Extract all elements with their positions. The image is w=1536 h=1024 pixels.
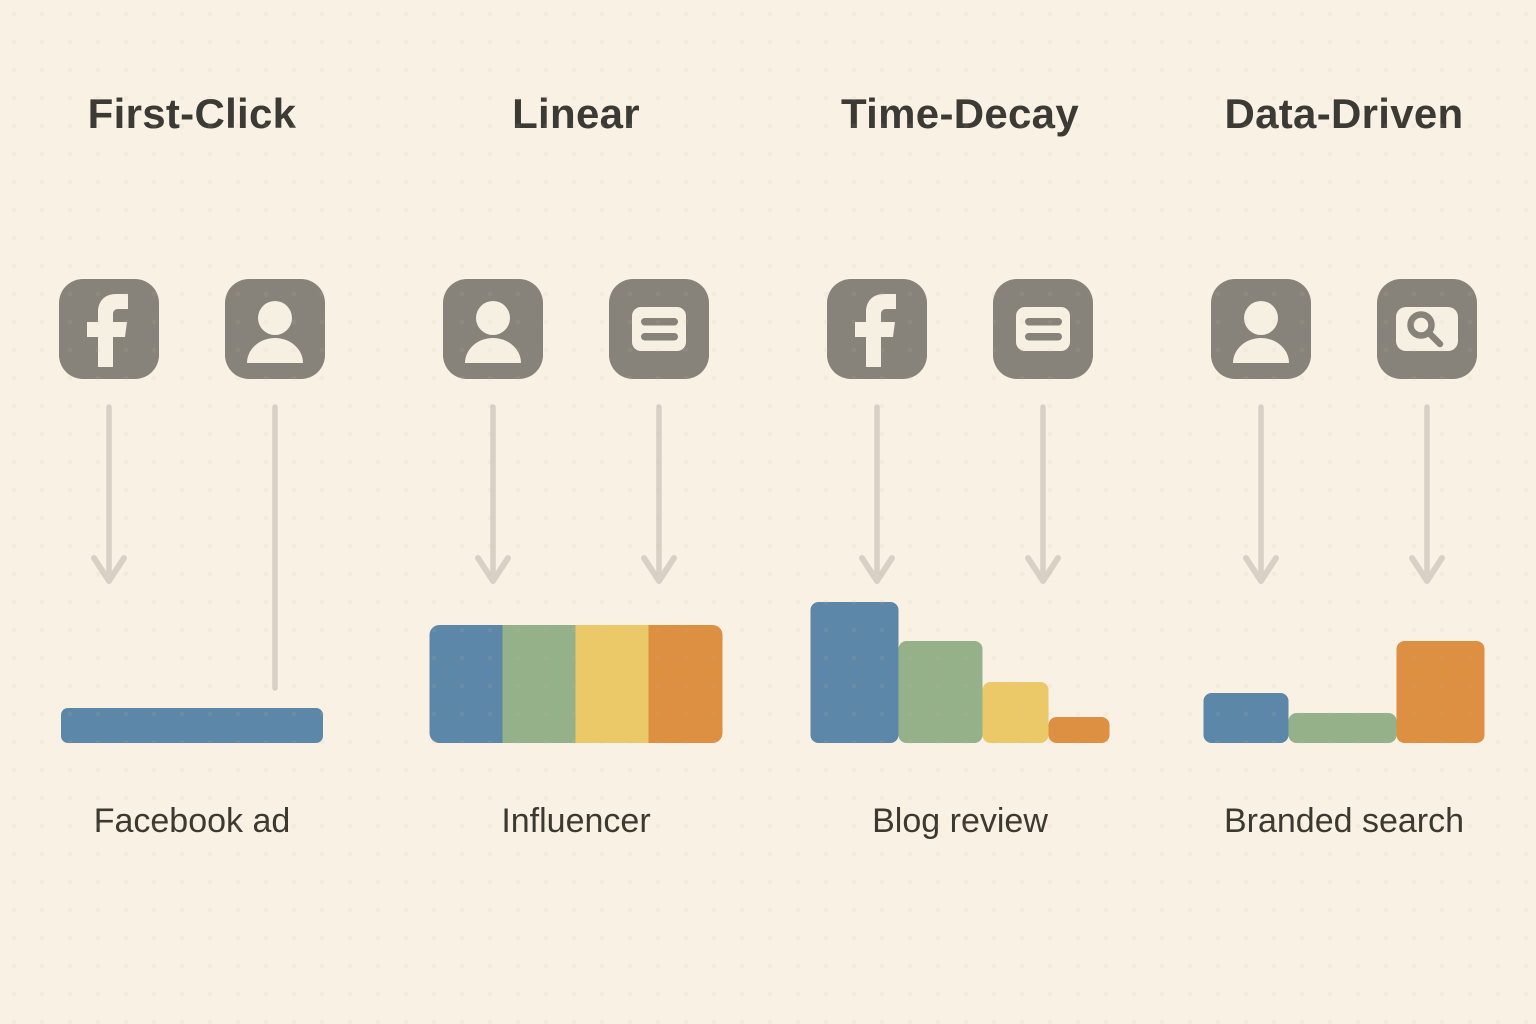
orange-bar-segment (1396, 641, 1485, 743)
credit-arrows (1152, 404, 1536, 586)
down-arrow (826, 404, 928, 586)
person-icon (224, 278, 326, 380)
down-line (224, 404, 326, 691)
down-arrow (442, 404, 544, 586)
blue-bar-segment (429, 625, 503, 743)
touchpoint-label: Blog review (872, 802, 1048, 840)
touchpoint-label: Influencer (501, 802, 651, 840)
blue-bar-segment (61, 708, 323, 743)
touchpoint-icons (0, 278, 384, 380)
model-title: First-Click (87, 90, 297, 137)
touchpoint-label: Branded search (1223, 802, 1465, 840)
touchpoint-icons (1152, 278, 1536, 380)
green-bar-segment (502, 625, 576, 743)
article-icon (992, 278, 1094, 380)
touchpoint-icons (768, 278, 1152, 380)
credit-bars (810, 602, 1110, 743)
down-arrow (1376, 404, 1478, 586)
column-time-decay: Time-Decay Blog review (768, 0, 1152, 1024)
blue-bar-segment (810, 602, 899, 743)
column-linear: Linear Influencer (384, 0, 768, 1024)
person-icon (442, 278, 544, 380)
credit-bars (61, 708, 323, 743)
credit-arrows (768, 404, 1152, 586)
orange-bar-segment (648, 625, 723, 743)
model-title: Time-Decay (840, 90, 1080, 137)
article-icon (608, 278, 710, 380)
yellow-bar-segment (982, 682, 1049, 743)
credit-bars (429, 625, 723, 743)
green-bar-segment (898, 641, 983, 743)
yellow-bar-segment (575, 625, 649, 743)
search-icon (1376, 278, 1478, 380)
credit-bars (1203, 641, 1485, 743)
facebook-icon (58, 278, 160, 380)
orange-bar-segment (1048, 717, 1110, 743)
model-title: Data-Driven (1224, 90, 1464, 137)
down-arrow (992, 404, 1094, 586)
touchpoint-label: Facebook ad (93, 802, 291, 840)
blue-bar-segment (1203, 693, 1289, 743)
column-first-click: First-Click Facebook ad (0, 0, 384, 1024)
down-arrow (608, 404, 710, 586)
down-arrow (1210, 404, 1312, 586)
credit-arrows (384, 404, 768, 586)
column-data-driven: Data-Driven Branded search (1152, 0, 1536, 1024)
facebook-icon (826, 278, 928, 380)
green-bar-segment (1288, 713, 1397, 743)
model-title: Linear (512, 90, 640, 137)
touchpoint-icons (384, 278, 768, 380)
credit-arrows (0, 404, 384, 691)
person-icon (1210, 278, 1312, 380)
down-arrow (58, 404, 160, 691)
